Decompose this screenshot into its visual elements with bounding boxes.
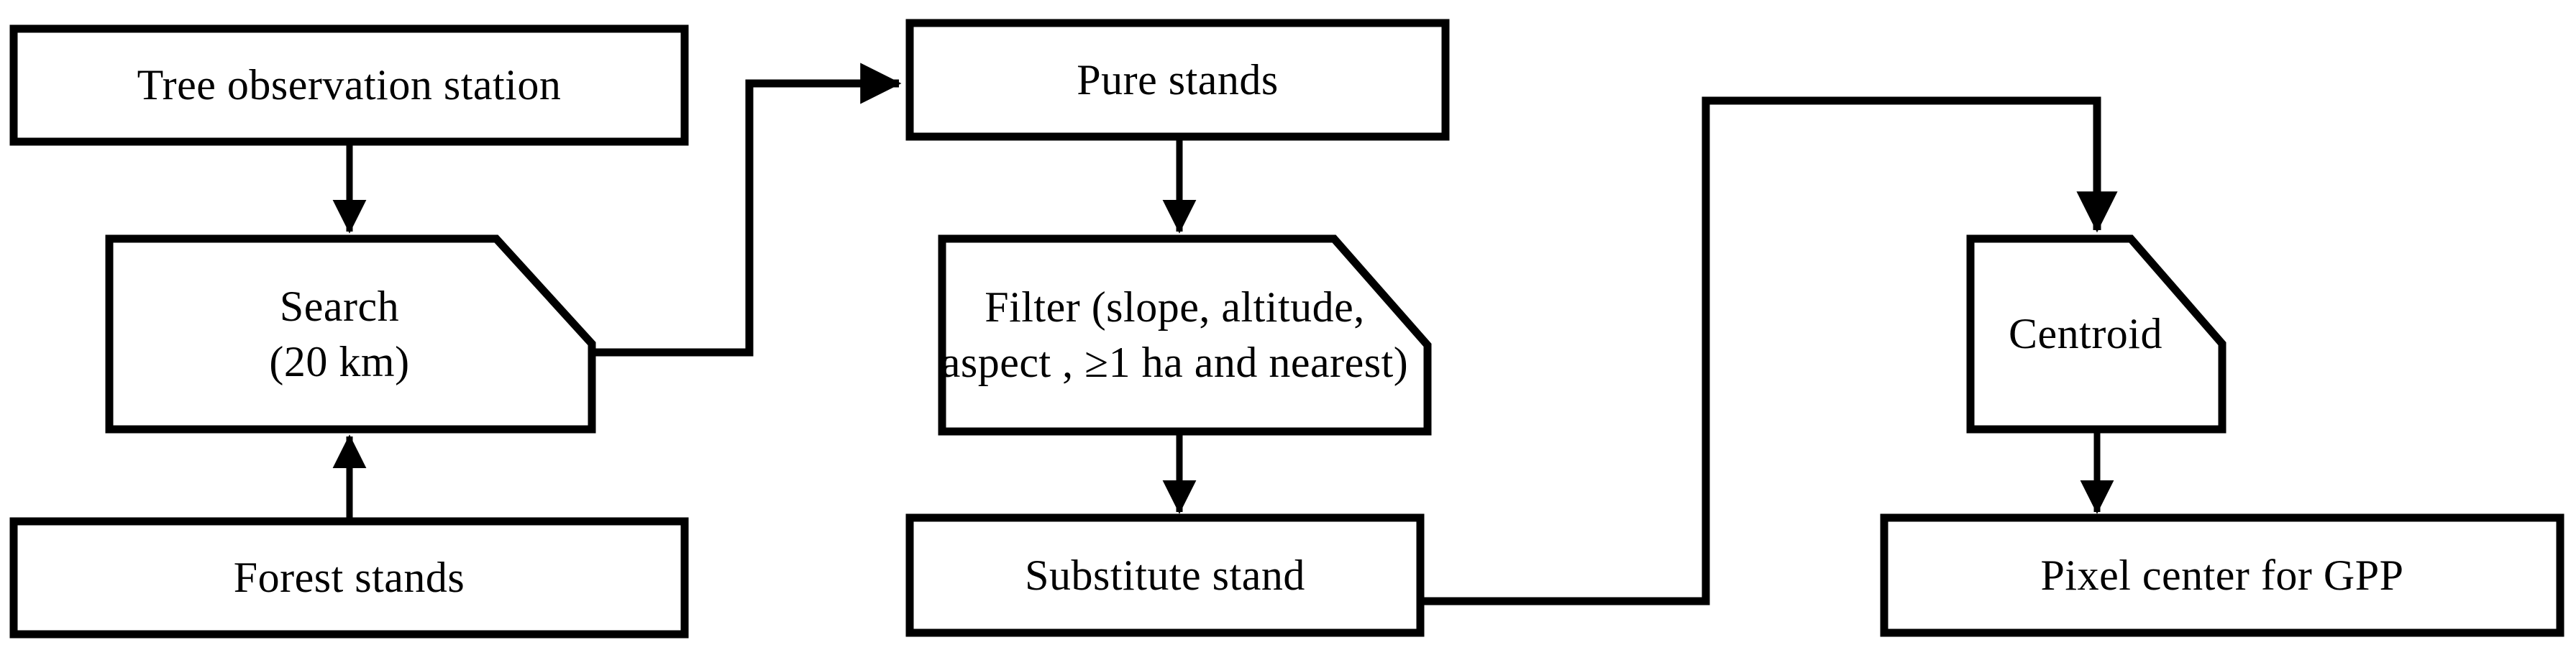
node-shape-forest-stands — [9, 517, 689, 639]
node-shape-search — [105, 234, 596, 434]
node-shape-pixel-center-for-gpp — [1880, 513, 2564, 637]
node-shape-tree-observation-station — [9, 24, 689, 146]
node-shape-pure-stands — [905, 19, 1450, 141]
node-shape-filter — [938, 234, 1432, 436]
node-shape-centroid — [1966, 234, 2226, 434]
node-shape-substitute-stand — [905, 513, 1425, 637]
connector-substitute-stand-to-centroid — [1420, 96, 2118, 605]
connector-search-to-pure-stands — [592, 63, 902, 357]
